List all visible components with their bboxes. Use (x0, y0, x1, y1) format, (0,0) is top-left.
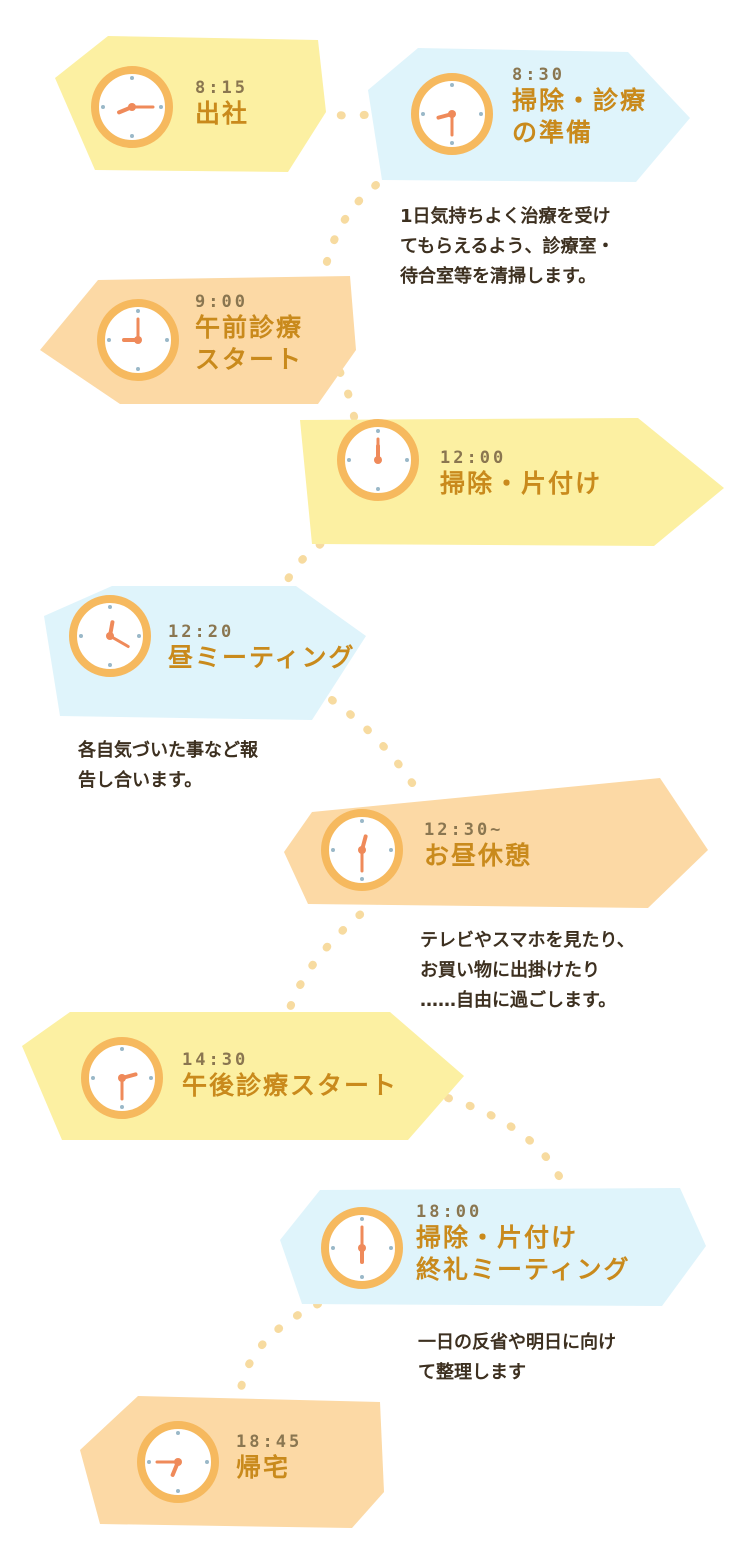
description-line: て整理します (418, 1362, 526, 1383)
schedule-title: 掃除・片付け (440, 469, 603, 498)
schedule-title: 掃除・診療 (512, 86, 648, 115)
clock-icon (410, 72, 494, 156)
schedule-title: スタート (195, 345, 304, 374)
clock-icon (90, 65, 174, 149)
connector-dots (328, 696, 422, 796)
schedule-time: 14:30 (182, 1050, 249, 1070)
clock-icon (320, 808, 404, 892)
schedule-title: 昼ミーティング (168, 643, 356, 672)
schedule-description: 1日気持ちよく治療を受けてもらえるよう、診療室・待合室等を清掃します。 (400, 202, 615, 292)
schedule-description: テレビやスマホを見たり、お買い物に出掛けたり ……自由に過ごします。 (420, 926, 635, 1016)
schedule-time: 8:30 (512, 65, 565, 85)
description-line: てもらえるよう、診療室・ (400, 236, 615, 257)
clock-icon (320, 1206, 404, 1290)
description-line: テレビやスマホを見たり、 (420, 930, 635, 951)
schedule-title: 終礼ミーティング (416, 1255, 631, 1284)
schedule-time: 12:20 (168, 622, 235, 642)
schedule-time: 12:00 (440, 448, 507, 468)
schedule-title: お昼休憩 (424, 841, 533, 870)
schedule-time: 18:00 (416, 1202, 483, 1222)
schedule-description: 各自気づいた事など報告し合います。 (78, 736, 258, 796)
schedule-time: 8:15 (195, 78, 248, 98)
clock-icon (136, 1420, 220, 1504)
description-line: ……自由に過ごします。 (420, 990, 617, 1011)
schedule-time: 12:30~ (424, 820, 504, 840)
connector-dots (236, 1300, 322, 1400)
description-line: お買い物に出掛けたり (420, 960, 600, 981)
schedule-time: 18:45 (236, 1432, 303, 1452)
schedule-title: 掃除・片付け (416, 1223, 579, 1252)
schedule-card-bg (80, 1396, 384, 1528)
description-line: 一日の反省や明日に向け (418, 1332, 616, 1353)
schedule-description: 一日の反省や明日に向けて整理します (418, 1328, 616, 1388)
clock-icon (80, 1036, 164, 1120)
connector-dots (444, 1094, 572, 1202)
clock-icon (68, 594, 152, 678)
schedule-title: 出社 (195, 99, 250, 128)
connector-dots (282, 896, 382, 1026)
schedule-title: 帰宅 (236, 1453, 291, 1482)
schedule-time: 9:00 (195, 292, 248, 312)
description-line: 各自気づいた事など報 (78, 740, 258, 761)
clock-icon (96, 298, 180, 382)
schedule-title: 午後診療スタート (182, 1071, 399, 1100)
description-line: 告し合います。 (78, 770, 203, 791)
description-line: 1日気持ちよく治療を受け (400, 206, 611, 227)
schedule-item-label: 12:30~お昼休憩 (424, 820, 532, 872)
schedule-title: 午前診療 (195, 313, 304, 342)
schedule-title: の準備 (512, 118, 594, 147)
description-line: 待合室等を清掃します。 (400, 266, 597, 287)
clock-icon (336, 418, 420, 502)
connector-dots (318, 168, 399, 294)
connector-dots (278, 528, 344, 598)
